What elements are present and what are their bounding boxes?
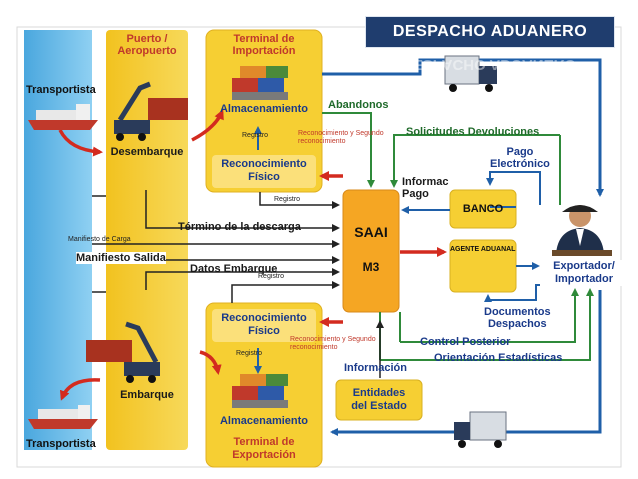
solicitudes-label: Solicitudes Devoluciones	[406, 126, 540, 138]
manifiesto-carga-label: Manifiesto de Carga	[68, 236, 131, 243]
reconocimiento-top-label: Reconocimiento Físico	[221, 158, 307, 183]
registro-label: Registro	[258, 273, 285, 280]
reconocimiento-top-box	[212, 155, 316, 188]
entidades-box	[335, 379, 423, 421]
containers-icon	[232, 66, 288, 100]
truck-icon	[454, 411, 507, 448]
manifiesto-salida-label: Manifiesto Salida	[76, 252, 166, 264]
documentos-label: Documentos Despachos	[484, 306, 551, 330]
page-title-reflection: DESPACHO ADUANERO	[401, 56, 577, 74]
m3-label: M3	[362, 260, 380, 274]
registro-label: Registro	[242, 132, 269, 139]
exportador-label: Exportador/ Importador	[540, 260, 628, 286]
datos-embarque-label: Datos Embarque	[190, 263, 278, 275]
pago-electronico-label: Pago Electrónico	[490, 146, 550, 170]
reconocimiento-segundo-bottom-label: Reconocimiento y Segundo reconocimiento	[290, 336, 376, 351]
page-title: DESPACHO ADUANERO	[365, 16, 615, 48]
orientacion-label: Orientación Estadísticas	[434, 352, 563, 364]
banco-label: BANCO	[462, 203, 504, 215]
almacenamiento-bottom-label: Almacenamiento	[219, 415, 309, 427]
termino-label: Término de la descarga	[178, 221, 301, 233]
terminal-importacion-box	[205, 29, 323, 193]
puerto-label: Puerto / Aeropuerto	[117, 33, 177, 57]
transportista-bottom-label: Transportista	[26, 438, 96, 450]
terminal-exportacion-label: Terminal de Exportación	[232, 436, 296, 461]
crane-icon	[86, 321, 160, 383]
terminal-importacion-label: Terminal de Importación	[232, 33, 296, 57]
desembarque-label: Desembarque	[110, 146, 184, 158]
truck-icon	[444, 55, 497, 92]
informac-pago-label: Informac Pago	[402, 176, 449, 200]
entidades-label: Entidades del Estado	[351, 387, 407, 412]
reconocimiento-segundo-top-label: Reconocimiento y Segundo reconocimiento	[298, 130, 384, 145]
transportista-top-label: Transportista	[26, 84, 96, 96]
abandonos-label: Abandonos	[328, 99, 389, 111]
businessman-icon	[552, 205, 612, 256]
reconocimiento-bottom-box	[212, 309, 316, 342]
agente-label: AGENTE ADUANAL	[450, 246, 516, 253]
saai-label: SAAI	[354, 224, 388, 240]
crane-icon	[114, 81, 188, 141]
saai-box	[342, 189, 400, 313]
registro-label: Registro	[236, 350, 263, 357]
ship-icon	[28, 405, 98, 429]
embarque-label: Embarque	[120, 389, 174, 401]
containers-icon	[232, 374, 288, 408]
registro-label: Registro	[274, 196, 301, 203]
informacion-label: Información	[344, 362, 407, 374]
ship-icon	[28, 104, 98, 130]
reconocimiento-bottom-label: Reconocimiento Físico	[221, 312, 307, 337]
control-label: Control Posterior	[420, 336, 511, 348]
almacenamiento-top-label: Almacenamiento	[219, 103, 309, 115]
